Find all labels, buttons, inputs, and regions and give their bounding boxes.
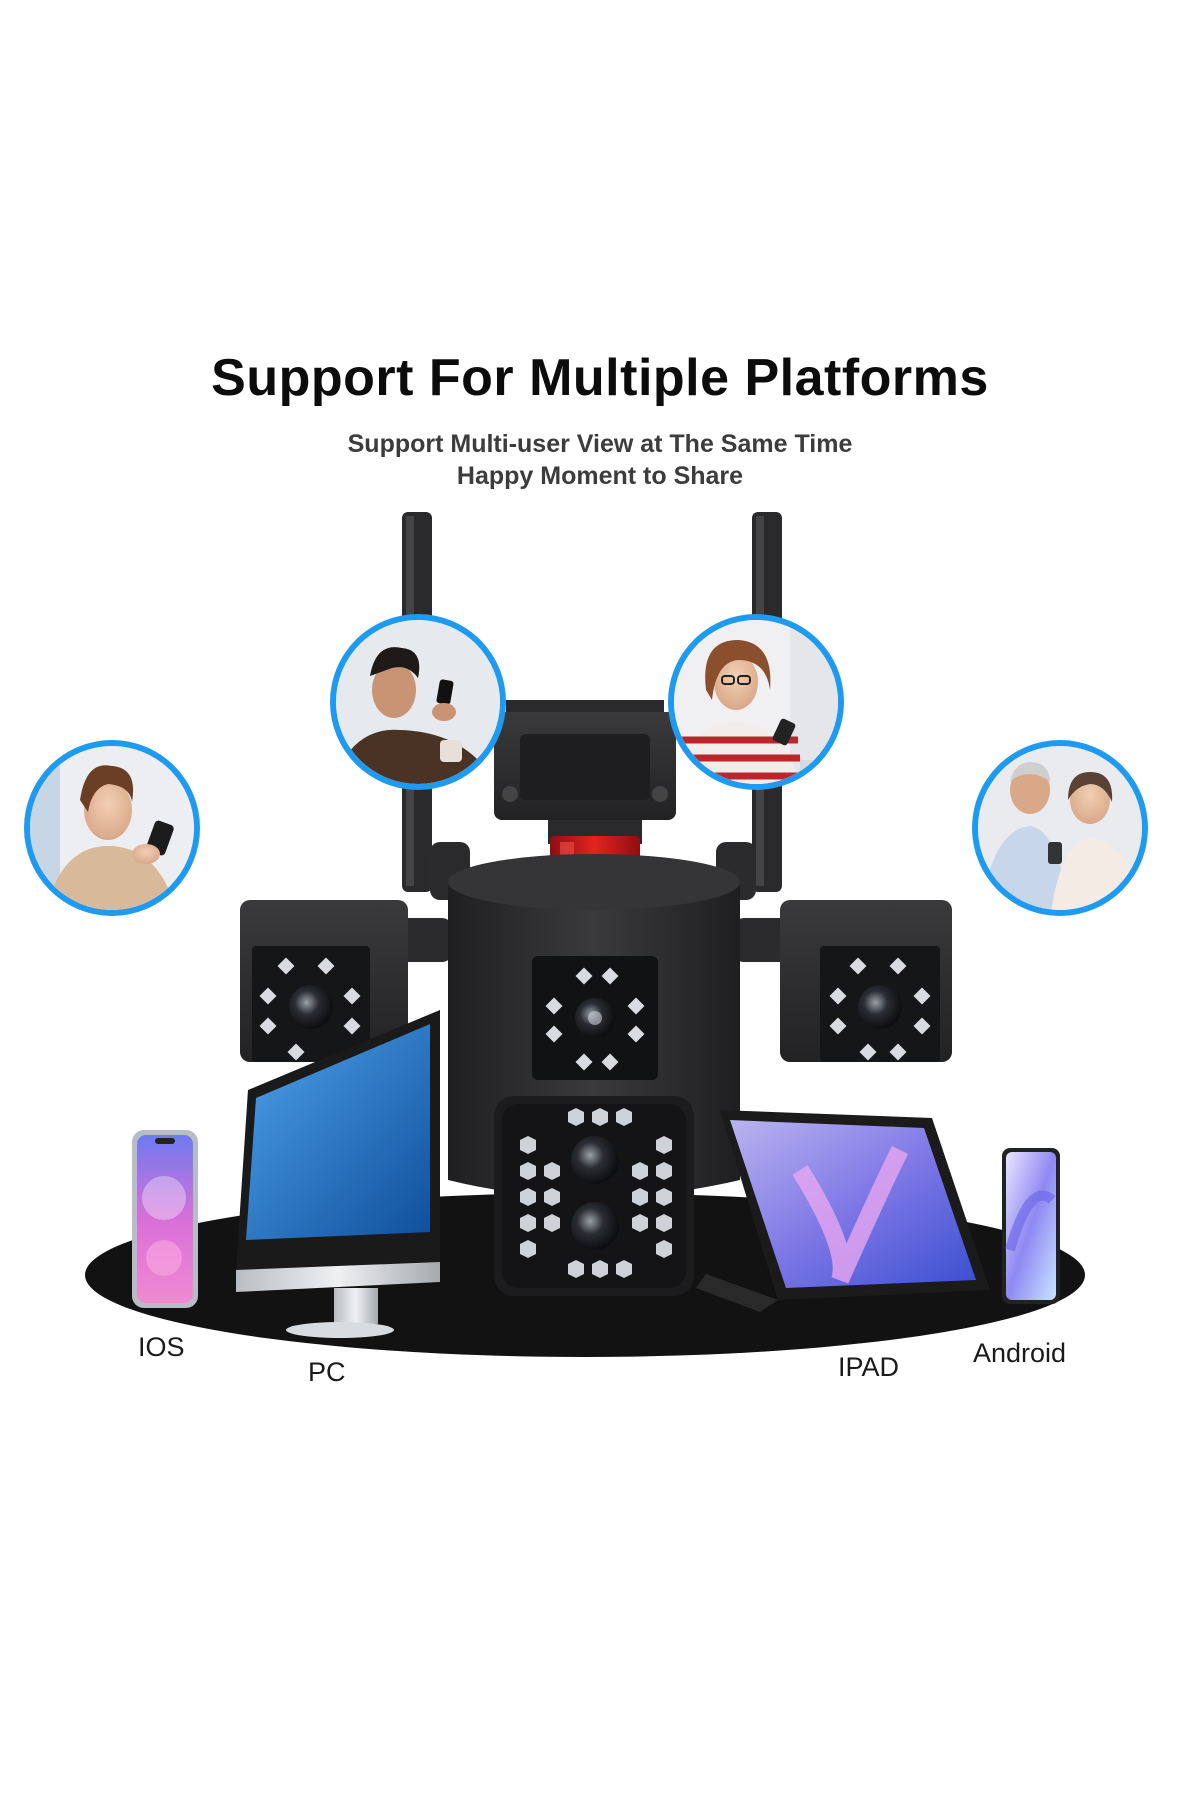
user-avatar-elderly-couple xyxy=(972,740,1148,916)
product-illustration xyxy=(24,512,1148,1357)
camera-left-module xyxy=(240,900,408,1062)
page-title: Support For Multiple Platforms xyxy=(211,349,989,407)
lens-icon xyxy=(571,1202,619,1250)
pc-monitor-icon xyxy=(236,1010,440,1338)
lens-icon xyxy=(571,1136,619,1184)
user-avatar-woman-glasses xyxy=(668,614,844,790)
platform-label-pc: PC xyxy=(308,1357,346,1387)
camera-top-module xyxy=(494,700,676,820)
user-avatar-woman-left xyxy=(24,740,200,916)
lens-icon xyxy=(858,985,902,1029)
platform-label-android: Android xyxy=(973,1338,1067,1368)
ipad-icon xyxy=(696,1110,990,1312)
user-avatar-man xyxy=(330,614,506,790)
subtitle-line-2: Happy Moment to Share xyxy=(456,462,744,490)
platform-label-ios: IOS xyxy=(138,1332,185,1362)
platform-label-ipad: IPAD xyxy=(838,1352,900,1382)
android-phone-icon xyxy=(1002,1148,1060,1304)
iphone-icon xyxy=(132,1130,198,1308)
camera-right-module xyxy=(780,900,952,1062)
camera-bottom-module xyxy=(494,1096,694,1296)
subtitle-line-1: Support Multi-user View at The Same Time xyxy=(347,430,853,458)
lens-icon xyxy=(289,985,333,1029)
